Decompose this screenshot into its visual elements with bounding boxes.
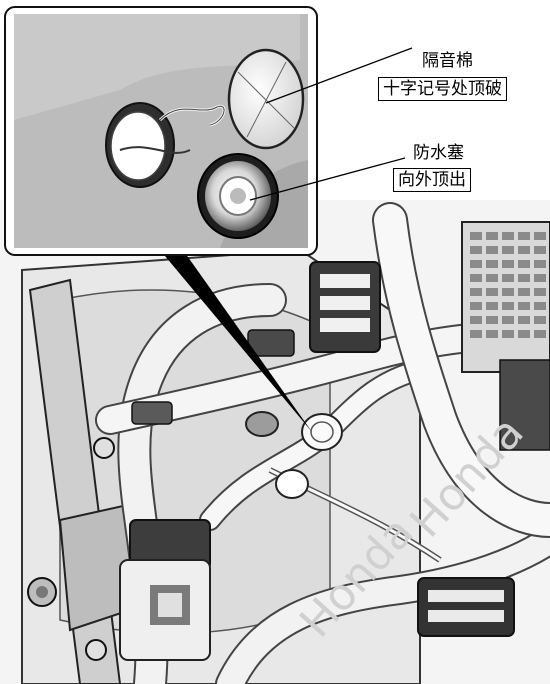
zoom-pointer — [165, 250, 312, 432]
callout-note-insulation: 十字记号处顶破 — [378, 77, 507, 101]
connector-lower-right — [417, 577, 515, 637]
bolt — [93, 437, 115, 459]
leader-line-plug — [249, 157, 406, 201]
callout-title-insulation: 隔音棉 — [422, 51, 473, 71]
callout-title-plug: 防水塞 — [413, 143, 464, 163]
connector-lower-left — [119, 519, 211, 661]
grommet — [245, 411, 279, 437]
sound-insulation-pad — [227, 48, 305, 150]
cable-clamp — [131, 401, 173, 425]
leader-line-insulation — [265, 47, 413, 104]
inset-detail — [4, 6, 413, 256]
main-scene: Honda Honda — [0, 200, 550, 684]
fuse-box — [461, 221, 550, 451]
connector-upper — [309, 261, 381, 353]
callout-note-plug: 向外顶出 — [393, 168, 471, 192]
sound-insulation-hole — [301, 413, 343, 451]
bolt — [85, 639, 107, 661]
waterproof-plug-hole — [275, 469, 309, 499]
